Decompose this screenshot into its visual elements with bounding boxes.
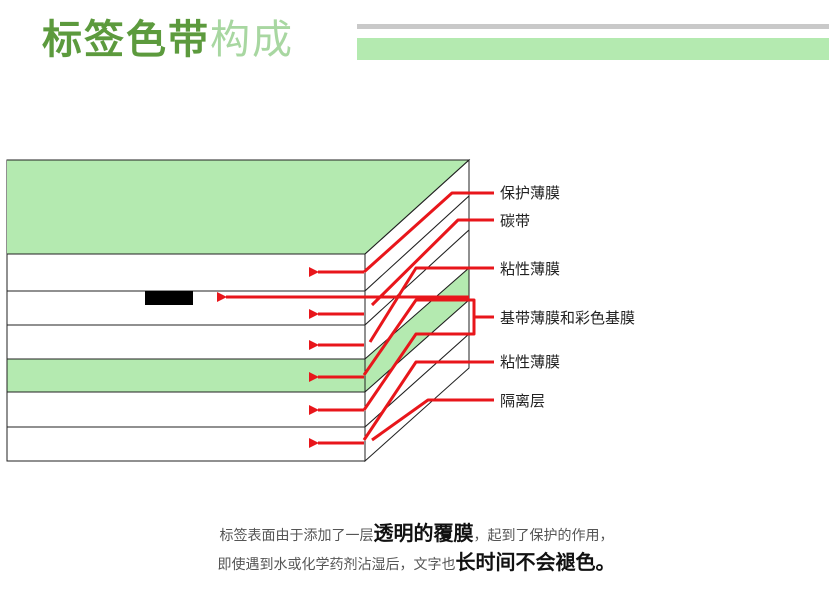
header-green-bar — [357, 38, 829, 60]
protective-film-top — [7, 160, 469, 254]
ribbon-leader — [370, 218, 494, 307]
base-film-layer-front — [6, 324, 366, 360]
ink-block — [145, 291, 193, 305]
header-gray-bar — [357, 24, 829, 29]
label-release-layer: 隔离层 — [500, 392, 545, 410]
protective-film-leader — [362, 191, 494, 274]
release-layer-front — [6, 426, 366, 462]
label-adhesive-2: 粘性薄膜 — [500, 353, 560, 371]
release-layer-side — [364, 332, 470, 463]
label-ribbon: 碳带 — [500, 212, 530, 230]
label-adhesive-1: 粘性薄膜 — [500, 260, 560, 278]
title-light: 构成 — [210, 17, 294, 63]
ribbon-layer-front — [6, 253, 366, 292]
title-bold: 标签色带 — [42, 17, 210, 63]
label-protective-film: 保护薄膜 — [500, 184, 560, 202]
adhesive-layer-2-front — [6, 391, 366, 428]
adhesive-1-leader — [368, 266, 494, 343]
caption-1a: 标签表面由于添加了一层 — [219, 528, 374, 544]
caption-1-emphasis: 透明的覆膜 — [373, 521, 474, 545]
caption-1b: ，起到了保护的作用， — [473, 528, 614, 544]
header: 标签色带构成 — [0, 0, 833, 80]
caption-2a: 即使遇到水或化学药剂沾湿后，文字也 — [217, 557, 456, 573]
caption-line-1: 标签表面由于添加了一层透明的覆膜，起到了保护的作用， — [0, 517, 833, 546]
color-film-layer-front — [6, 358, 366, 393]
caption-line-2: 即使遇到水或化学药剂沾湿后，文字也长时间不会褪色。 — [0, 546, 833, 575]
label-base-film: 基带薄膜和彩色基膜 — [500, 309, 635, 327]
caption-2-emphasis: 长时间不会褪色。 — [455, 550, 616, 574]
adhesive-2-leader — [362, 360, 494, 441]
page-title: 标签色带构成 — [42, 10, 294, 70]
release-leader — [371, 398, 494, 442]
